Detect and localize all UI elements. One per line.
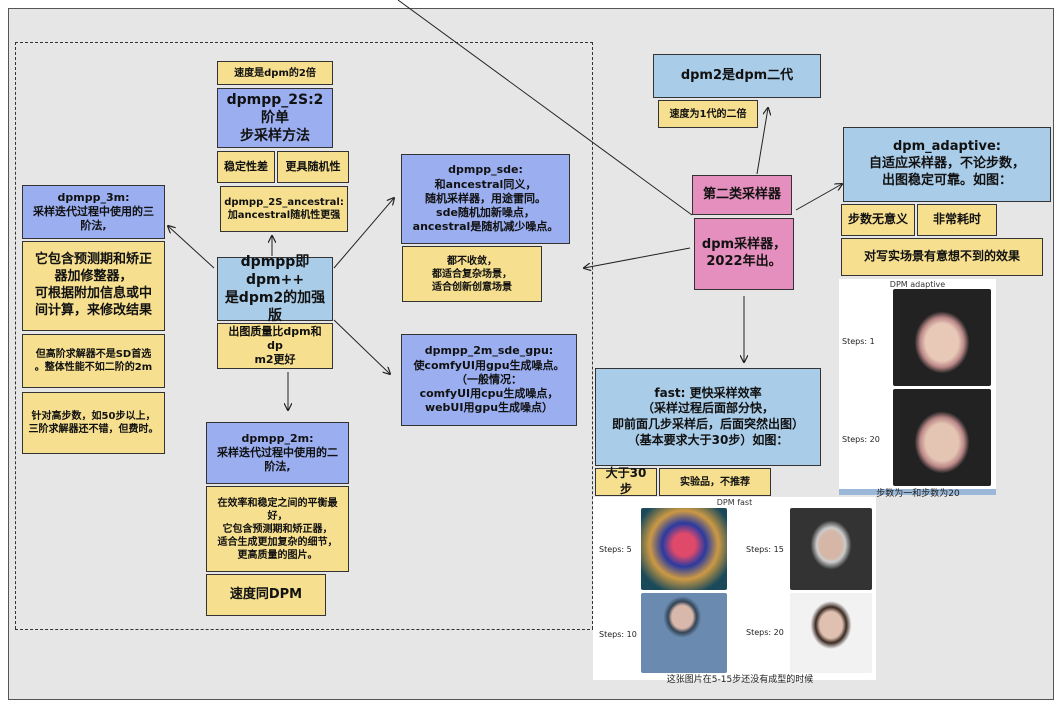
adaptive-label-2: Steps: 20 xyxy=(842,435,880,444)
adaptive-image-panel: DPM adaptive Steps: 1 Steps: 20 xyxy=(839,279,996,495)
fast-image-panel: DPM fast Steps: 5 Steps: 15 Steps: 10 St… xyxy=(593,497,876,680)
node-dpmpp-2s-ancestral: dpmpp_2S_ancestral: 加ancestral随机性更强 xyxy=(220,186,348,232)
adaptive-portrait-2 xyxy=(893,389,991,486)
node-over-30: 大于30步 xyxy=(595,466,657,496)
fast-portrait-2 xyxy=(790,508,872,590)
node-speed-2x: 速度是dpm的2倍 xyxy=(217,61,333,85)
adaptive-portrait-1 xyxy=(893,289,991,386)
node-dpmpp-3m-note2: 针对高步数，如50步以上， 三阶求解器还不错，但费时。 xyxy=(22,392,165,454)
dpmpp-group-border-bottom xyxy=(15,629,595,630)
node-dpm-sampler: dpm采样器， 2022年出。 xyxy=(694,218,794,290)
node-dpmpp-2m-sde-gpu: dpmpp_2m_sde_gpu: 使comfyUI用gpu生成噪点。 （一般情… xyxy=(401,334,577,426)
fast-caption: 这张图片在5-15步还没有成型的时候 xyxy=(666,675,814,685)
node-very-slow: 非常耗时 xyxy=(917,204,997,236)
node-experimental: 实验品，不推荐 xyxy=(659,468,771,496)
node-second-class: 第二类采样器 xyxy=(692,175,792,215)
fast-label-4: Steps: 20 xyxy=(746,628,784,637)
node-dpmpp-2m-speed: 速度同DPM xyxy=(206,574,326,616)
node-dpm2: dpm2是dpm二代 xyxy=(653,54,821,98)
node-dpm-adaptive: dpm_adaptive: 自适应采样器，不论步数， 出图稳定可靠。如图： xyxy=(843,127,1051,202)
fast-portrait-3 xyxy=(641,593,727,673)
adaptive-label-1: Steps: 1 xyxy=(842,337,875,346)
node-dpm-fast: fast: 更快采样效率 （采样过程后面部分快， 即前面几步采样后，后面突然出图… xyxy=(595,368,821,466)
dpmpp-group-border xyxy=(15,42,593,629)
node-more-random: 更具随机性 xyxy=(277,151,349,183)
node-sde-note: 都不收敛， 都适合复杂场景， 适合创新创意场景 xyxy=(402,246,542,302)
fast-label-2: Steps: 15 xyxy=(746,545,784,554)
node-dpmpp-sde: dpmpp_sde: 和ancestral同义， 随机采样器，用途雷同。 sde… xyxy=(401,154,570,244)
node-dpmpp-3m-note1: 但高阶求解器不是SD首选 。整体性能不如二阶的2m xyxy=(22,334,165,388)
node-dpmpp-3m: dpmpp_3m: 采样迭代过程中使用的三 阶法, xyxy=(22,185,165,239)
node-steps-meaningless: 步数无意义 xyxy=(841,204,915,236)
node-dpmpp-main: dpmpp即dpm++ 是dpm2的加强版 xyxy=(217,254,333,324)
node-dpmpp-2m-desc: 在效率和稳定之间的平衡最 好， 它包含预测期和矫正器， 适合生成更加复杂的细节，… xyxy=(206,486,349,572)
adaptive-panel-title: DPM adaptive xyxy=(889,280,946,289)
node-dpm2-speed: 速度为1代的二倍 xyxy=(658,100,758,128)
node-stable-poor: 稳定性差 xyxy=(217,151,275,183)
node-dpmpp-3m-desc: 它包含预测期和矫正 器加修整器， 可根据附加信息或中 间计算，来修改结果 xyxy=(22,241,165,331)
node-dpmpp-quality: 出图质量比dpm和dp m2更好 xyxy=(217,323,333,369)
fast-portrait-4 xyxy=(790,593,872,673)
node-dpmpp-2s: dpmpp_2S:2阶单 步采样方法 xyxy=(217,88,333,148)
adaptive-caption: 步数为一和步数为20 xyxy=(876,489,960,499)
fast-portrait-1 xyxy=(641,508,727,590)
fast-panel-title: DPM fast xyxy=(716,498,753,507)
adaptive-panel-bar xyxy=(839,489,996,495)
node-realistic-effect: 对写实场景有意想不到的效果 xyxy=(841,238,1043,276)
fast-label-1: Steps: 5 xyxy=(599,545,632,554)
node-dpmpp-2m: dpmpp_2m: 采样迭代过程中使用的二 阶法, xyxy=(206,422,349,484)
fast-label-3: Steps: 10 xyxy=(599,630,637,639)
